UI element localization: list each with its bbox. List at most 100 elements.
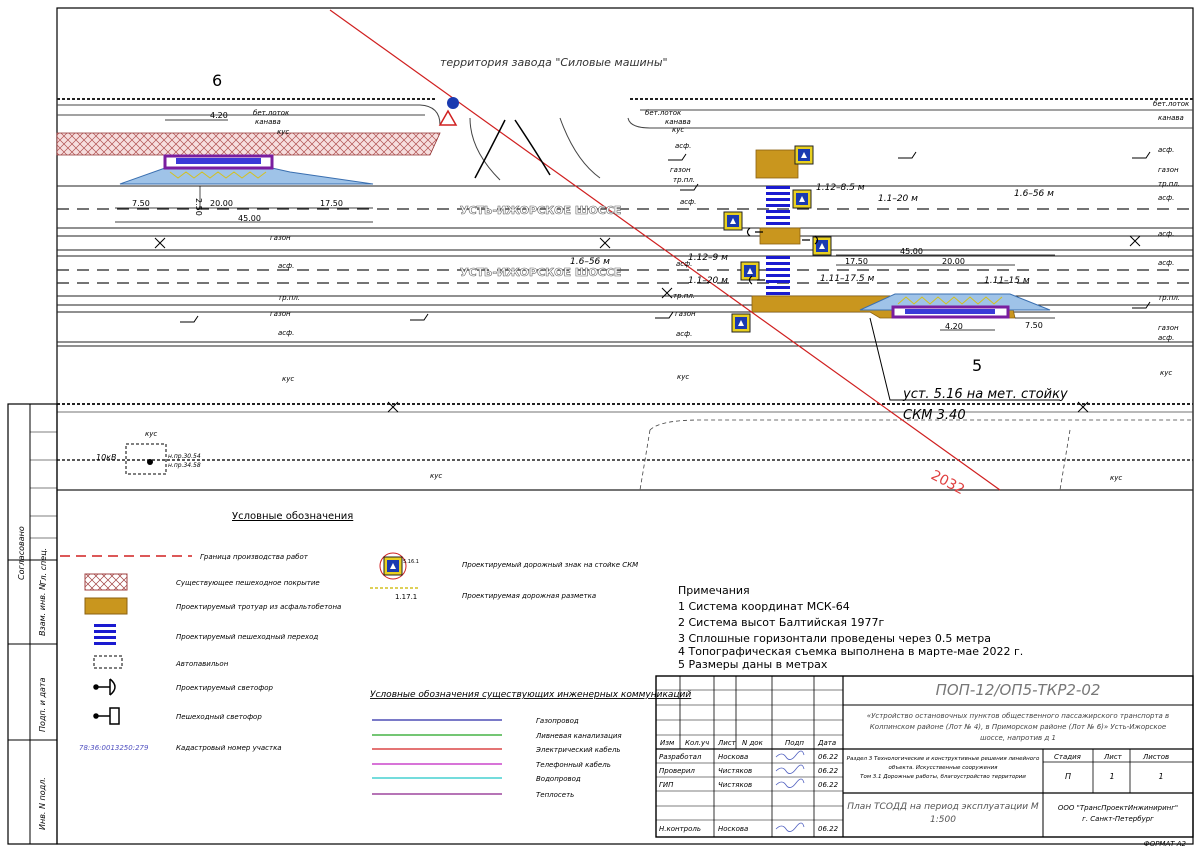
tb-stage-val: П: [1065, 772, 1071, 781]
tb-name-3: Чистяков: [718, 781, 752, 789]
utility-label-storm: Ливневая канализация: [535, 732, 622, 740]
utility-label-water: Водопровод: [536, 775, 581, 783]
note-4: 4 Топографическая съемка выполнена в мар…: [678, 645, 1023, 658]
utilities-title: Условные обозначения существующих инжене…: [370, 690, 691, 700]
dim-750-right: 7.50: [1025, 321, 1043, 330]
legend-sidewalk-swatch: [84, 597, 128, 615]
tb-date-2: 06.22: [818, 767, 839, 775]
project-sidewalk-top: [755, 149, 799, 179]
label-tram-4: тр.пл.: [1158, 294, 1180, 302]
dim-1750-right: 17.50: [845, 257, 868, 266]
tb-date-3: 06.22: [818, 781, 839, 789]
legend-cadastral-number: 78:36:0013250:279: [79, 744, 149, 752]
label-grass-4: газон: [675, 310, 696, 318]
legend-road-sign-icon: [379, 552, 407, 580]
label-transformer: 10кВ: [96, 453, 117, 462]
tb-role-1: Разработал: [659, 753, 702, 761]
bus-platform-left: [119, 167, 374, 185]
title-block: [655, 675, 1194, 838]
road-sign-5-16-b: [792, 189, 812, 209]
legend-traffic-light-icon: [93, 678, 116, 696]
stamp-agreed: Согласовано: [17, 526, 26, 580]
plot-number-6: 6: [212, 71, 222, 90]
label-elevation-2: н.пр.34.58: [168, 462, 201, 469]
signature-3: [775, 778, 805, 788]
tb-project-line-1: «Устройство остановочных пунктов обществ…: [867, 712, 1169, 720]
format-label: ФОРМАТ А2: [1144, 840, 1187, 848]
slope-4: 1.6–56 м: [570, 257, 610, 267]
label-grass-3: газон: [670, 166, 691, 174]
label-grass-5: газон: [1158, 166, 1179, 174]
factory-label: территория завода "Силовые машины": [440, 56, 668, 69]
tb-date-4: 06.22: [818, 825, 839, 833]
tb-role-4: Н.контроль: [659, 825, 701, 833]
label-ditch-3: канава: [1158, 114, 1184, 122]
label-cable-5: кус: [430, 472, 442, 480]
dim-420-right: 4.20: [945, 322, 963, 331]
legend-label-road-sign: Проектируемый дорожный знак на стойке СК…: [462, 561, 638, 569]
tb-stage-head: Стадия: [1054, 753, 1081, 761]
tb-role-3: ГИП: [659, 781, 674, 789]
dim-1750-left: 17.50: [320, 199, 343, 208]
tb-role-2: Проверил: [659, 767, 695, 775]
label-asphalt-6: асф.: [1158, 259, 1174, 267]
label-asphalt-5: асф.: [676, 330, 692, 338]
label-asphalt-2: асф.: [278, 329, 294, 337]
label-cable-2: кус: [677, 373, 689, 381]
label-asphalt-4: асф.: [676, 260, 692, 268]
legend-label-sidewalk: Проектируемый тротуар из асфальтобетона: [176, 603, 341, 611]
callout-sign-install: уст. 5.16 на мет. стойку: [902, 387, 1068, 402]
road-name-label-1: УСТЬ-ИЖОРСКОЕ ШОССЕ: [460, 204, 621, 217]
note-1: 1 Система координат МСК-64: [678, 600, 850, 613]
utility-label-gas: Газопровод: [536, 717, 579, 725]
transformer-box: [125, 443, 167, 475]
callout-skm: СКМ 3.40: [903, 408, 966, 423]
dim-4500-left: 45.00: [238, 214, 261, 223]
side-stamp: Согласовано Гл. спец. Взам. инв. N Подп.…: [7, 403, 58, 845]
label-grass-6: газон: [1158, 324, 1179, 332]
tb-section-2: объекта. Искусственные сооружения: [889, 765, 999, 771]
label-asphalt-10: асф.: [1158, 230, 1174, 238]
slope-7: 1.11–17.5 м: [820, 274, 874, 284]
tb-head-list: Лист: [717, 739, 737, 747]
label-cable-1: кус: [282, 375, 294, 383]
tb-section-1: Раздел 3 Технологические и конструктивны…: [847, 756, 1040, 762]
slope-5: 1.12–9 м: [688, 253, 728, 263]
legend-label-pavilion: Автопавильон: [175, 660, 229, 668]
tb-name-1: Носкова: [718, 753, 748, 761]
label-ditch-2: канава: [665, 118, 691, 126]
stamp-sign-date: Подп. и дата: [38, 677, 47, 732]
legend-pavilion-swatch: [93, 655, 123, 669]
label-asphalt-11: асф.: [1158, 334, 1174, 342]
tb-name-4: Носкова: [718, 825, 748, 833]
tb-section-3: Том 3.1 Дорожные работы, благоустройство…: [860, 774, 1026, 780]
tb-sheet-val: 1: [1109, 772, 1114, 781]
utility-label-phone: Телефонный кабель: [536, 761, 611, 769]
signature-1: [775, 750, 805, 760]
road-sign-5-16-f: [731, 313, 751, 333]
sign-circle-icon: [447, 97, 459, 109]
label-asphalt-1: асф.: [278, 262, 294, 270]
label-cable-3: кус: [1160, 369, 1172, 377]
label-tram-1: тр.пл.: [278, 294, 300, 302]
label-grass-2: газон: [270, 310, 291, 318]
tb-sheets-head: Листов: [1142, 753, 1169, 761]
legend-ped-light-icon: [93, 707, 120, 725]
map-symbols: [154, 151, 1151, 413]
slope-1: 1.12–8.5 м: [816, 183, 865, 193]
legend-marking-code: 1.17.1: [395, 593, 417, 601]
label-elevation-1: н.пр.30.54: [168, 453, 201, 460]
tb-head-date: Дата: [817, 739, 836, 747]
label-concrete-tray-2: бет.лоток: [645, 109, 682, 117]
dim-2000-left: 20.00: [210, 199, 233, 208]
legend-label-marking: Проектируемая дорожная разметка: [462, 592, 596, 600]
tb-head-kol: Кол.уч: [685, 739, 709, 747]
signature-2: [775, 764, 805, 774]
slope-8: 1.11–15 м: [984, 276, 1030, 286]
signature-4: [775, 822, 805, 832]
road-sign-5-16-a: [794, 145, 814, 165]
red-stamp-text: 2032: [928, 467, 967, 498]
dim-2000-right: 20.00: [942, 257, 965, 266]
road-sign-5-16-c: [723, 211, 743, 231]
tb-head-sign: Подп: [785, 739, 804, 747]
